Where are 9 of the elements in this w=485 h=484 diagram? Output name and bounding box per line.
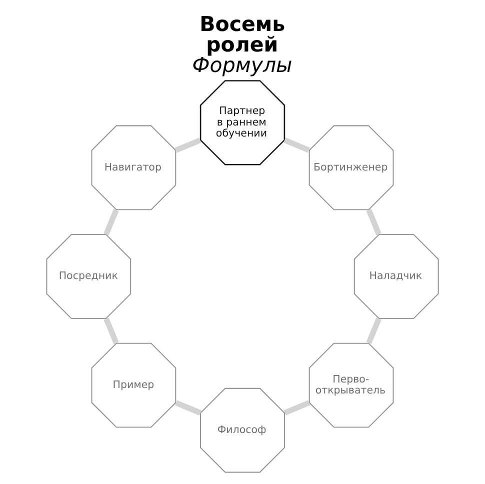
diagram-title: Восемь ролей Формулы bbox=[192, 12, 292, 77]
connector bbox=[174, 138, 202, 153]
connector bbox=[284, 400, 310, 416]
connector bbox=[283, 138, 310, 153]
connector bbox=[366, 317, 382, 344]
connector bbox=[174, 400, 202, 416]
connector bbox=[366, 208, 382, 236]
connector bbox=[104, 208, 119, 236]
connector bbox=[104, 318, 119, 344]
